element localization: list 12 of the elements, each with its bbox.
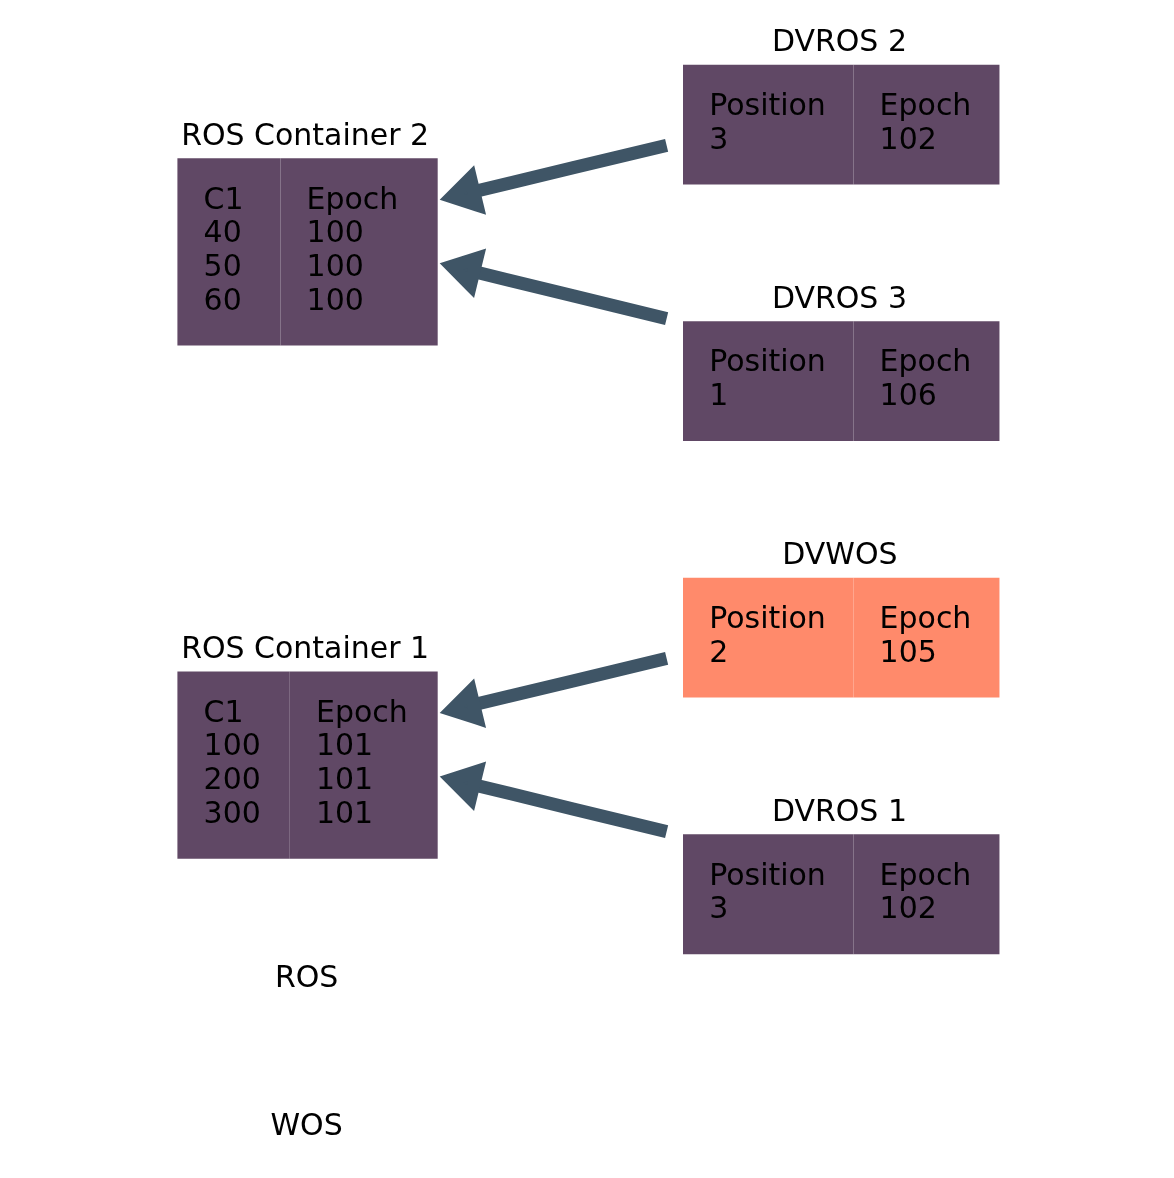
arrow [439, 248, 668, 326]
arrow [439, 138, 668, 215]
label: WOS [270, 1107, 343, 1143]
node-label: DVROS 1 [771, 792, 907, 828]
arrow [439, 652, 668, 728]
label: ROS [274, 959, 338, 995]
node-label: DVROS 2 [771, 23, 907, 59]
arrow [439, 761, 668, 839]
node-label: ROS Container 2 [180, 116, 429, 152]
node-label: DVWOS [781, 536, 897, 572]
node-label: ROS Container 1 [180, 629, 429, 665]
node-label: DVROS 3 [771, 279, 907, 315]
